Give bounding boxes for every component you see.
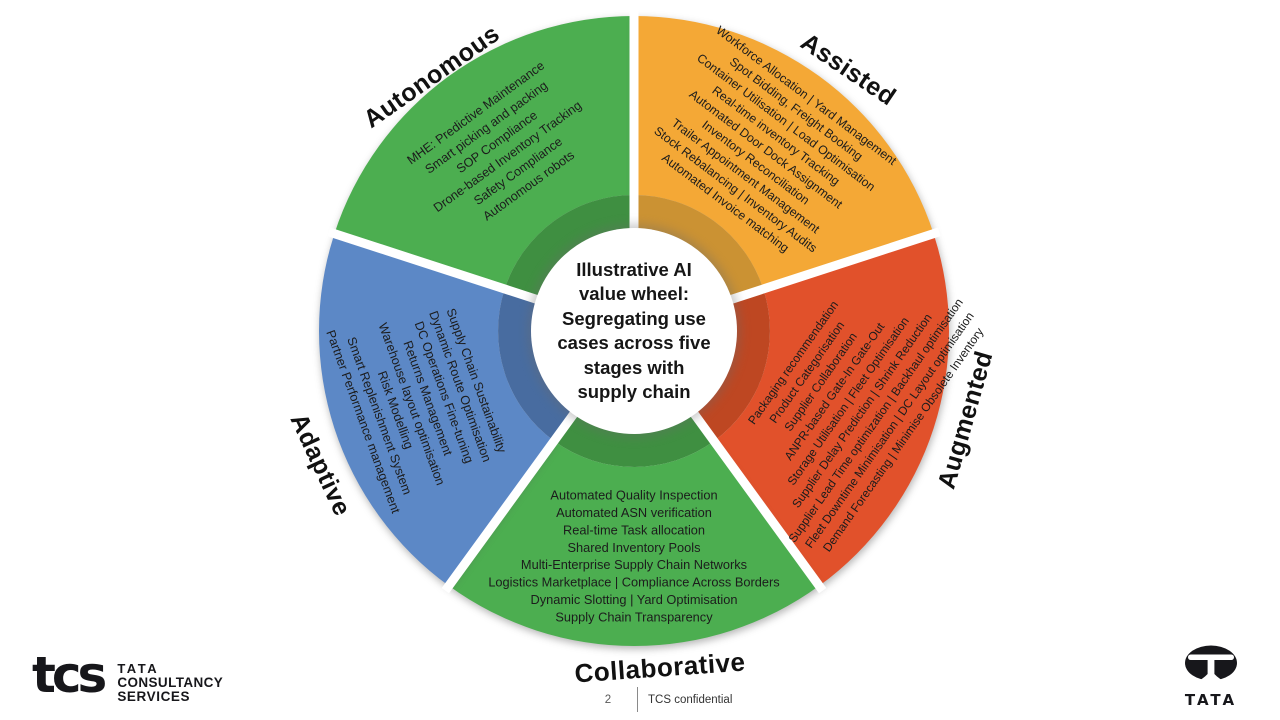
footer-divider (637, 687, 638, 712)
use-case-item: Multi-Enterprise Supply Chain Networks (521, 557, 747, 572)
tata-oval-icon (1185, 645, 1237, 684)
segment-assisted (634, 16, 934, 289)
tcs-word-tata: TATA (117, 661, 160, 676)
confidential-label: TCS confidential (648, 694, 733, 706)
use-case-item: Automated ASN verification (556, 505, 712, 520)
tata-logo-wordmark: TATA (1184, 691, 1238, 709)
hub-circle (531, 228, 737, 434)
tcs-logo: tcs TATA CONSULTANCY SERVICES (32, 646, 223, 704)
use-case-item: Shared Inventory Pools (567, 540, 700, 555)
use-case-item: Logistics Marketplace | Compliance Acros… (488, 575, 779, 590)
segment-collaborative (448, 441, 820, 646)
use-case-item: Real-time Task allocation (563, 522, 705, 537)
segment-autonomous (334, 16, 634, 289)
use-case-item: Supply Chain Transparency (555, 609, 713, 624)
use-case-item: Automated Quality Inspection (550, 488, 717, 503)
tcs-logo-mark: tcs (32, 646, 107, 704)
wheel-center-title: Illustrative AI value wheel: Segregating… (557, 258, 711, 402)
use-case-item: Dynamic Slotting | Yard Optimisation (531, 592, 738, 607)
segment-adaptive (318, 233, 555, 586)
tcs-word-services: SERVICES (117, 689, 191, 704)
segment-augmented (714, 233, 950, 586)
page-number: 2 (604, 694, 612, 706)
tcs-logo-words: TATA CONSULTANCY SERVICES (117, 662, 223, 704)
tata-logo: TATA (1176, 644, 1246, 709)
tcs-word-consultancy: CONSULTANCY (117, 675, 224, 690)
